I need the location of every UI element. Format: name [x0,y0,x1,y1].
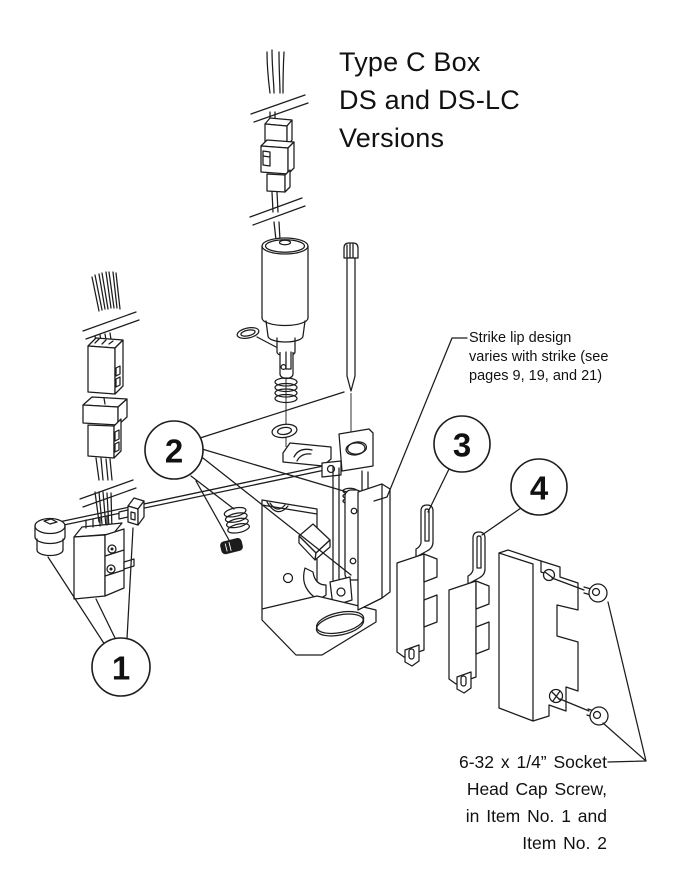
inline-connector [260,117,295,193]
callout-4: 4 [510,458,568,516]
solenoid-cable [249,49,309,241]
callout-1: 1 [91,637,151,697]
grommet [34,517,66,557]
wire-clip [118,497,145,526]
socket-head-cap-screw-bottom [559,698,609,726]
strike-lip [357,483,391,611]
diagram-title: Type C Box DS and DS-LC Versions [339,47,520,153]
latch-coil-spring [223,506,250,534]
male-connector [87,337,124,395]
strike-hook-3 [396,504,438,667]
callout-2-leader-lines [190,391,352,576]
plunger-spring [274,377,298,404]
actuator-pin [343,242,359,392]
socket-head-cap-screw-top [551,577,608,603]
cable-break-mark [79,479,137,508]
female-connector [82,396,128,459]
set-screw [220,538,243,555]
callout-4-leader-line [481,507,522,536]
wire-harness [79,271,140,532]
cable-break-mark [250,94,309,123]
solenoid [261,237,309,380]
cover-plate [498,549,579,722]
cable-break-mark [249,197,306,226]
strike-lip-note: Strike lip design varies with strike (se… [469,330,609,384]
cable-break-mark [82,311,140,340]
strike-lip-note-leader [373,337,468,502]
svg-text:2: 2 [165,433,183,470]
strike-hook-4 [448,531,490,694]
lock-cam [303,567,327,599]
callout-2: 2 [144,420,204,480]
svg-text:1: 1 [112,650,130,687]
o-ring [236,326,260,340]
washer [271,423,298,439]
o-ring-leader [256,336,277,348]
screw-note-leader [602,601,647,763]
microswitch-block [73,516,135,600]
foot-bracket [329,576,353,607]
callout-1-leader-lines [47,527,134,646]
solenoid-plunger [279,351,294,380]
solenoid-mount-block [298,523,331,561]
callout-3-leader-line [427,468,450,513]
svg-text:4: 4 [530,470,549,507]
callout-3: 3 [433,415,491,473]
svg-text:3: 3 [453,427,471,464]
screw-note: 6-32 x 1/4” Socket Head Cap Screw, in It… [458,752,607,853]
